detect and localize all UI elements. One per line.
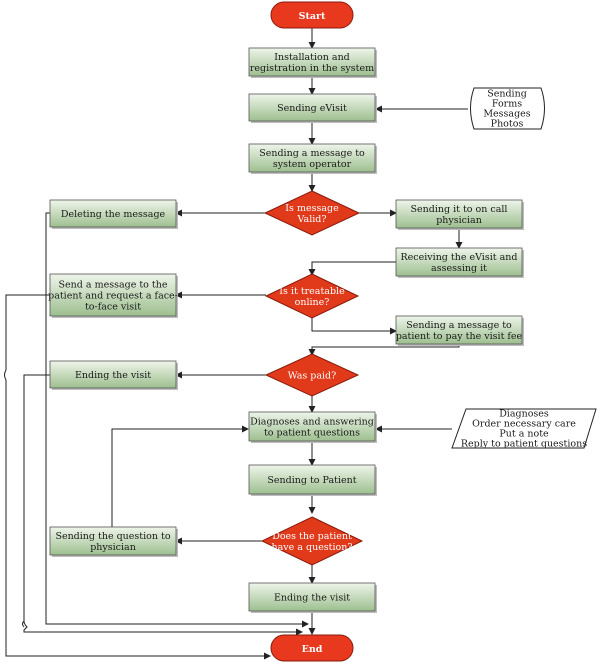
return-line-delete (45, 212, 309, 628)
physician-actions-line-3: Reply to patient questions (461, 439, 587, 450)
process-send-evisit: Sending eVisit (248, 93, 377, 123)
process-ending-visit-1: Ending the visit (49, 360, 178, 390)
documents-input-line-3: Photos (491, 119, 524, 130)
process-receive-assess-line-0: Receiving the eVisit and (401, 252, 518, 263)
decision-treatable-line-1: online? (295, 297, 330, 308)
process-question-physician-line-0: Sending the question to (55, 531, 170, 542)
documents-input-line-0: Sending (487, 89, 527, 100)
process-ending-visit-2-line-0: Ending the visit (274, 593, 350, 604)
process-send-operator-line-0: Sending a message to (259, 148, 365, 159)
start-terminal: Start (270, 1, 354, 29)
process-send-evisit-line-0: Sending eVisit (277, 103, 347, 114)
process-face-to-face-line-1: patient and request a face- (48, 291, 178, 302)
process-install-line-1: registration in the system (250, 63, 374, 74)
process-install-line-0: Installation and (274, 52, 350, 63)
process-diagnoses-line-0: Diagnoses and answering (250, 417, 374, 428)
return-line-facetoface (4, 294, 271, 660)
decision-question-line-1: have a question? (272, 542, 353, 553)
physician-actions-line-0: Diagnoses (499, 409, 549, 420)
documents-input-line-1: Forms (492, 99, 522, 110)
process-delete-message-line-0: Deleting the message (61, 209, 166, 220)
process-diagnoses-line-1: to patient questions (264, 428, 360, 439)
process-face-to-face-line-0: Send a message to the (59, 280, 168, 291)
arrow-question-to-diagnoses (111, 425, 249, 527)
process-face-to-face-line-2: to-face visit (85, 302, 141, 313)
process-send-on-call-line-0: Sending it to on call (411, 204, 508, 215)
end-label: End (302, 644, 323, 655)
process-ending-visit-2: Ending the visit (248, 582, 377, 613)
process-send-operator-line-1: system operator (273, 159, 352, 170)
physician-actions-line-1: Order necessary care (472, 419, 576, 430)
arrow-treatable-yes (311, 318, 397, 335)
process-send-on-call-line-1: physician (436, 215, 482, 226)
process-send-patient-line-0: Sending to Patient (267, 475, 356, 486)
decision-paid-line-0: Was paid? (288, 371, 336, 382)
process-pay-fee-line-0: Sending a message to (406, 320, 512, 331)
physician-actions-line-2: Put a note (499, 429, 549, 440)
process-send-patient: Sending to Patient (248, 464, 377, 496)
decision-treatable-line-0: Is it treatable (279, 286, 345, 297)
line-crossover-hop (22, 620, 25, 628)
process-ending-visit-1-line-0: Ending the visit (75, 370, 151, 381)
start-label: Start (299, 11, 326, 22)
decision-valid-line-1: Valid? (297, 214, 327, 225)
decision-question-line-0: Does the patient (272, 531, 352, 542)
process-pay-fee-line-1: patient to pay the visit fee (396, 331, 523, 342)
decision-valid-line-0: Is message (285, 203, 339, 214)
decision-paid: Was paid? (264, 353, 360, 397)
process-question-physician-line-1: physician (90, 542, 136, 553)
documents-input-line-2: Messages (483, 109, 530, 120)
process-receive-assess-line-1: assessing it (431, 263, 487, 274)
process-delete-message: Deleting the message (49, 199, 178, 229)
end-terminal: End (270, 634, 354, 662)
